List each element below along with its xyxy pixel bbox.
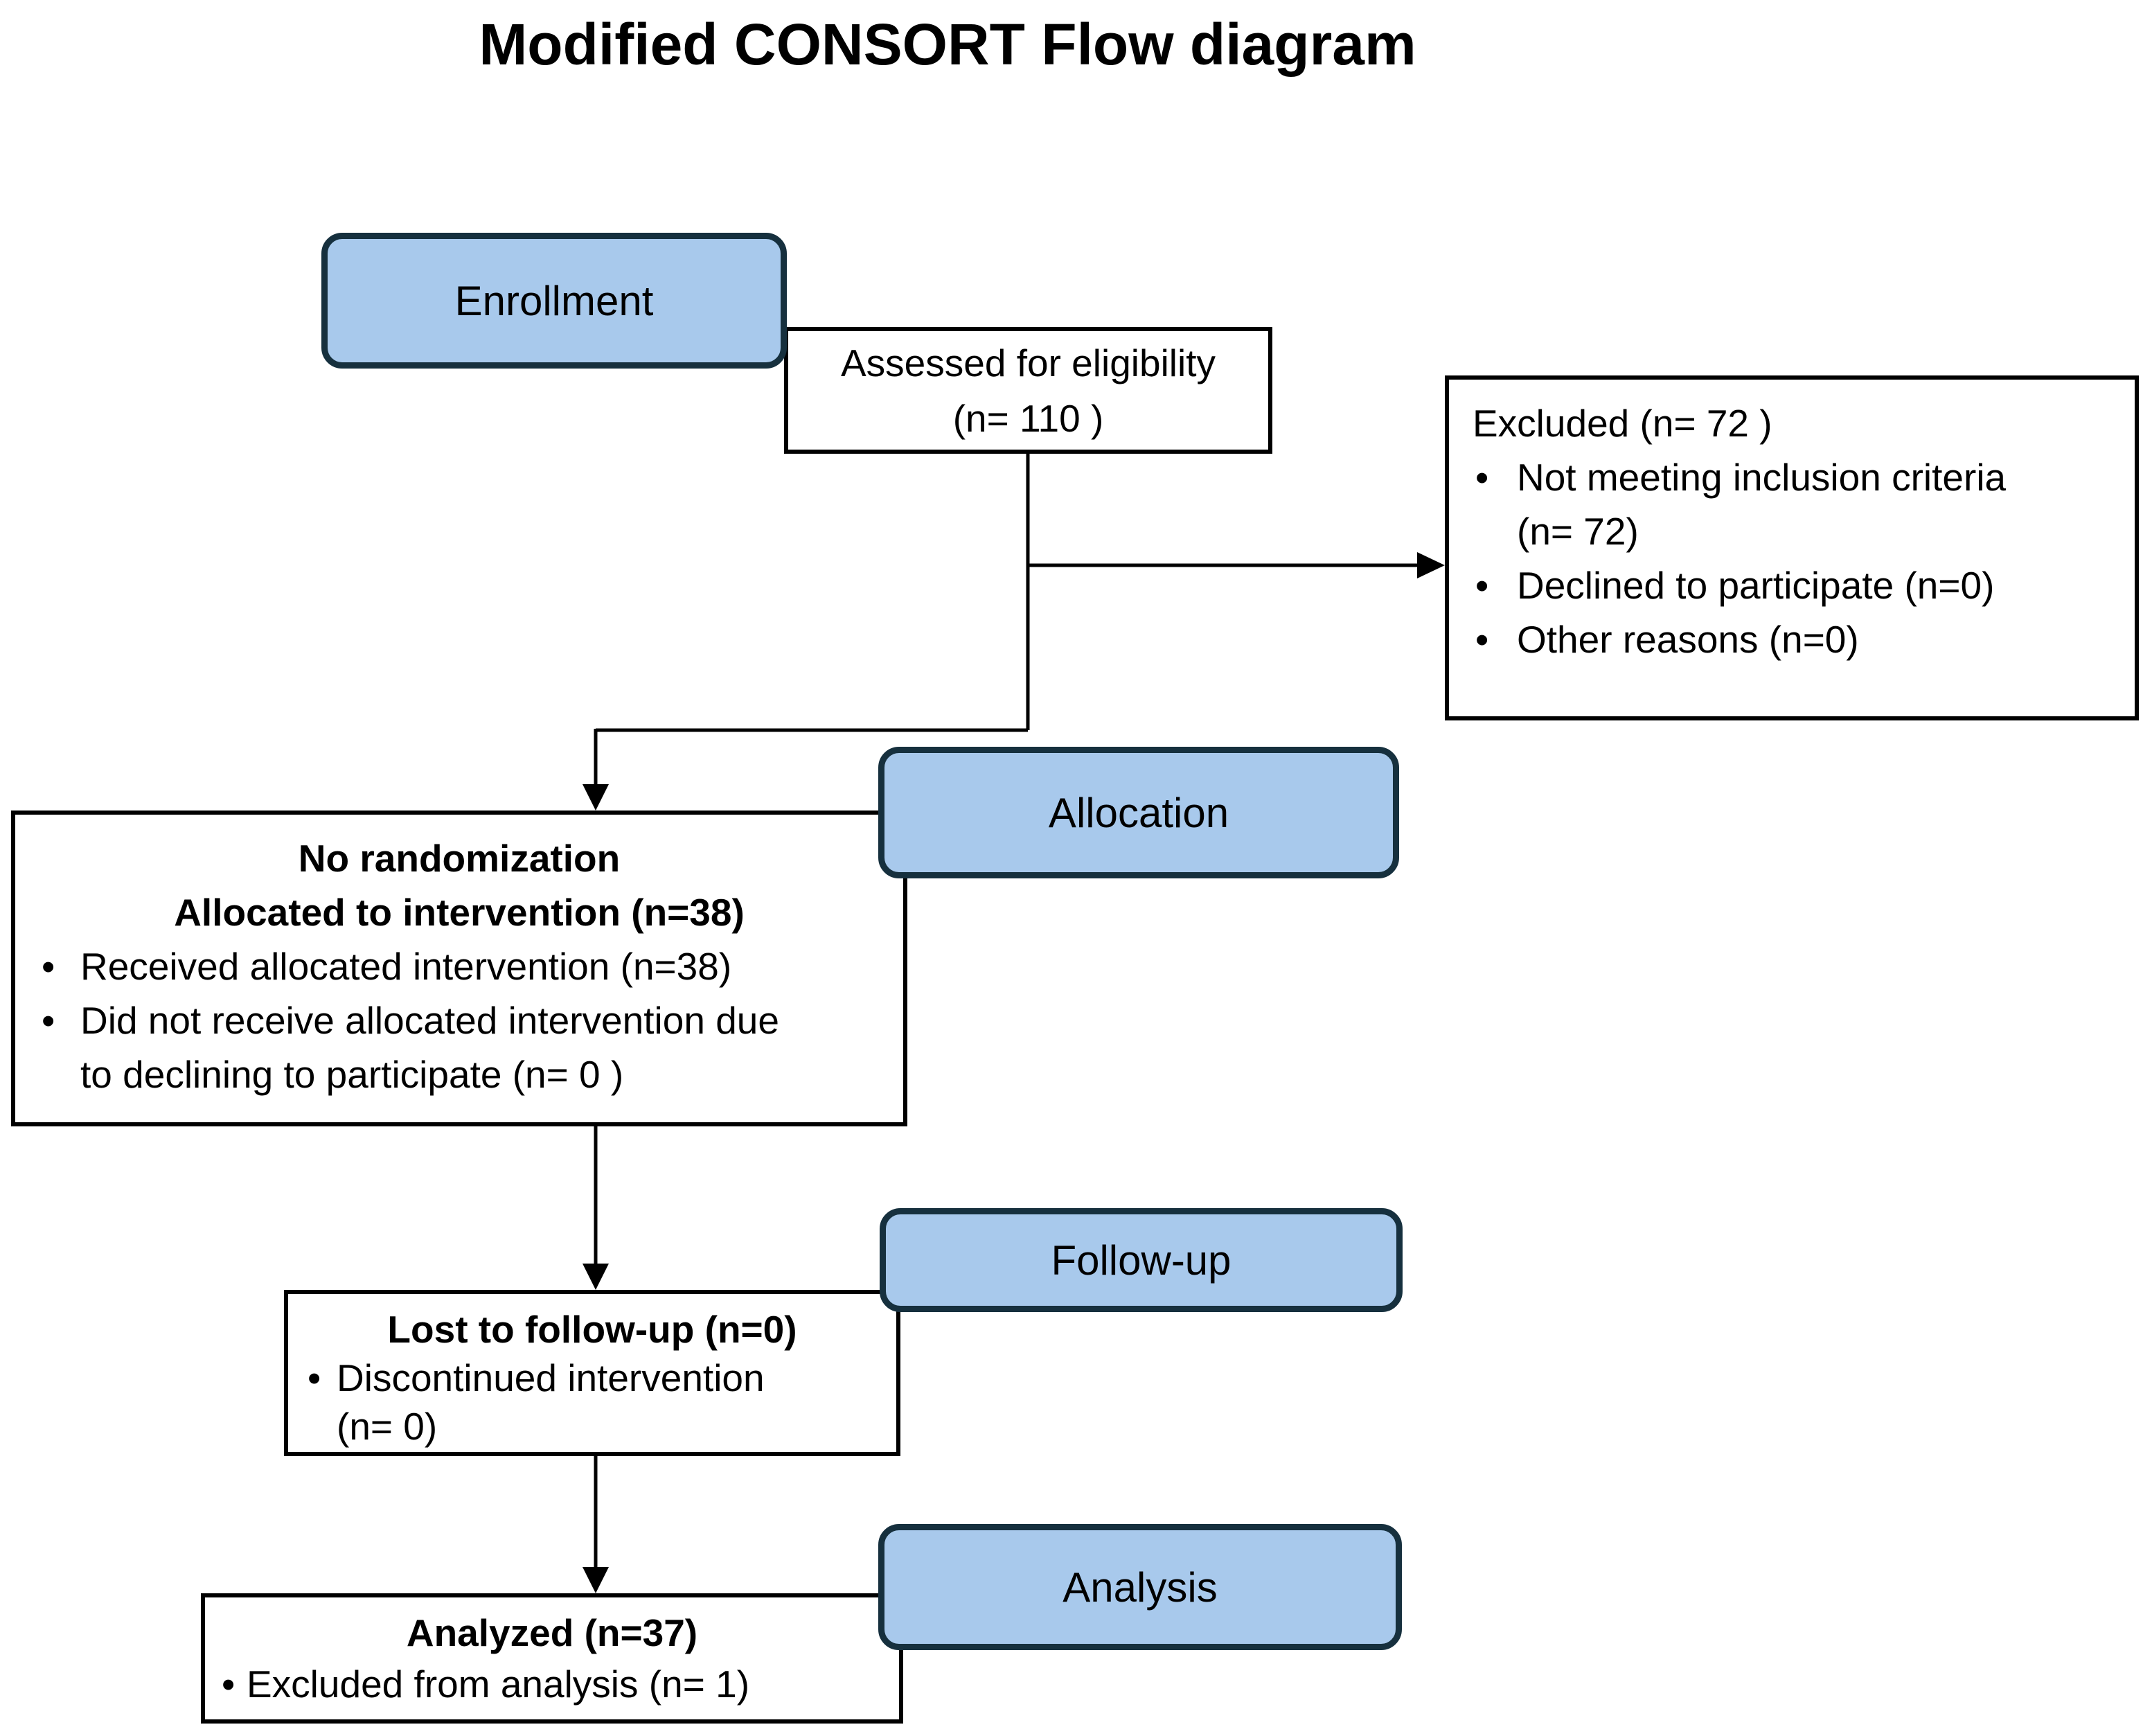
- stage-enrollment: Enrollment: [321, 233, 787, 369]
- norand-bullets: • Received allocated intervention (n=38)…: [15, 939, 903, 1101]
- bullet-text: Excluded from analysis (n= 1): [247, 1663, 750, 1706]
- list-item: • Did not receive allocated intervention…: [39, 993, 892, 1101]
- bullet-text: Received allocated intervention (n=38): [80, 945, 732, 988]
- bullet-icon: •: [1475, 618, 1489, 661]
- arrowhead-analyzed: [583, 1567, 609, 1593]
- no-randomization-box: No randomization Allocated to interventi…: [11, 811, 907, 1126]
- bullet-text: Other reasons (n=0): [1517, 618, 1859, 661]
- norand-heading-1: No randomization: [298, 837, 621, 880]
- list-item: • Not meeting inclusion criteria (n= 72): [1473, 450, 2121, 558]
- list-item: • Received allocated intervention (n=38): [39, 939, 892, 993]
- arrowhead-excluded: [1417, 552, 1445, 578]
- lost-heading: Lost to follow-up (n=0): [387, 1308, 797, 1351]
- stage-allocation: Allocation: [878, 747, 1399, 878]
- analyzed-bullets: • Excluded from analysis (n= 1): [205, 1658, 899, 1710]
- bullet-text: (n= 72): [1517, 510, 1639, 553]
- excluded-box: Excluded (n= 72 ) • Not meeting inclusio…: [1445, 375, 2139, 720]
- norand-heading-2: Allocated to intervention (n=38): [174, 891, 745, 934]
- bullet-text: Did not receive allocated intervention d…: [80, 999, 779, 1042]
- page-title: Modified CONSORT Flow diagram: [479, 12, 1416, 77]
- stage-allocation-label: Allocation: [1048, 789, 1229, 836]
- bullet-icon: •: [222, 1663, 235, 1706]
- analyzed-heading: Analyzed (n=37): [406, 1611, 698, 1654]
- lost-bullets: • Discontinued intervention (n= 0): [288, 1354, 896, 1451]
- stage-followup: Follow-up: [880, 1208, 1403, 1312]
- list-item: • Excluded from analysis (n= 1): [219, 1658, 899, 1710]
- bullet-text: to declining to participate (n= 0 ): [80, 1053, 624, 1096]
- list-item: • Discontinued intervention (n= 0): [305, 1354, 896, 1451]
- excluded-bullets: • Not meeting inclusion criteria (n= 72)…: [1473, 450, 2121, 666]
- bullet-icon: •: [1475, 456, 1489, 499]
- list-item: • Declined to participate (n=0): [1473, 558, 2121, 612]
- analyzed-box: Analyzed (n=37) • Excluded from analysis…: [201, 1593, 903, 1724]
- bullet-icon: •: [308, 1356, 321, 1399]
- bullet-text: Not meeting inclusion criteria: [1517, 456, 2007, 499]
- assessed-for-eligibility-box: Assessed for eligibility (n= 110 ): [784, 327, 1272, 454]
- bullet-icon: •: [42, 945, 55, 988]
- stage-analysis-label: Analysis: [1062, 1564, 1218, 1611]
- stage-followup-label: Follow-up: [1051, 1237, 1231, 1284]
- arrowhead-lost: [583, 1264, 609, 1290]
- assessed-line-2: (n= 110 ): [952, 396, 1104, 440]
- stage-analysis: Analysis: [878, 1524, 1402, 1650]
- lost-to-followup-box: Lost to follow-up (n=0) • Discontinued i…: [284, 1290, 900, 1456]
- assessed-line-1: Assessed for eligibility: [840, 341, 1216, 384]
- bullet-text: (n= 0): [337, 1405, 438, 1448]
- arrowhead-norandomization: [583, 784, 609, 811]
- bullet-text: Discontinued intervention: [337, 1356, 765, 1399]
- bullet-icon: •: [42, 999, 55, 1042]
- bullet-text: Declined to participate (n=0): [1517, 564, 1995, 607]
- list-item: • Other reasons (n=0): [1473, 612, 2121, 666]
- bullet-icon: •: [1475, 564, 1489, 607]
- excluded-title: Excluded (n= 72 ): [1473, 402, 1772, 445]
- stage-enrollment-label: Enrollment: [454, 277, 654, 324]
